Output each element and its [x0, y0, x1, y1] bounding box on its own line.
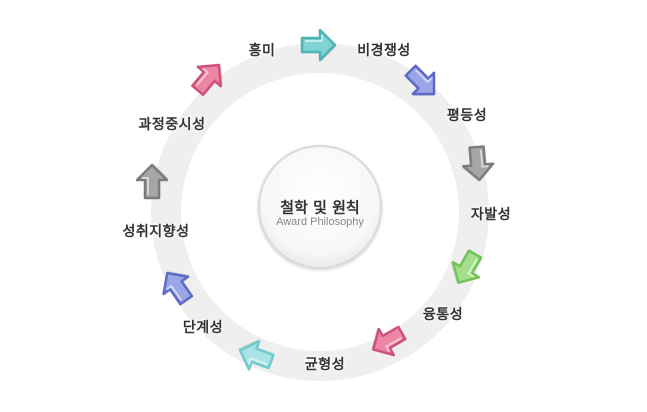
arrow-gray-2-icon: [135, 163, 169, 200]
arrow-green-icon: [450, 249, 483, 284]
arrow-pink-1-icon: [371, 325, 407, 357]
center-title: 철학 및 원칙: [280, 198, 360, 217]
node-label-flexibility: 융통성: [422, 307, 464, 323]
arrow-blue-2-icon: [162, 270, 194, 306]
node-label-process-emphasis: 과정중시성: [138, 117, 206, 133]
arrow-blue-1-icon: [404, 64, 436, 97]
arrow-teal-1-icon: [300, 28, 337, 62]
center-subtitle: Award Philosophy: [276, 216, 364, 228]
arrow-pink-2-icon: [191, 63, 223, 97]
arrow-teal-2-icon: [238, 339, 275, 371]
node-label-voluntariness: 자발성: [470, 207, 512, 223]
node-label-equality: 평등성: [446, 108, 488, 124]
arrow-gray-1-icon: [461, 145, 495, 182]
center-circle: [258, 145, 382, 269]
node-label-achievement-orientation: 성취지향성: [122, 224, 190, 240]
node-label-progressiveness: 단계성: [182, 320, 224, 336]
node-label-interest: 흥미: [248, 43, 276, 59]
node-label-balance: 균형성: [304, 357, 346, 373]
node-label-non-competitiveness: 비경쟁성: [357, 43, 411, 59]
